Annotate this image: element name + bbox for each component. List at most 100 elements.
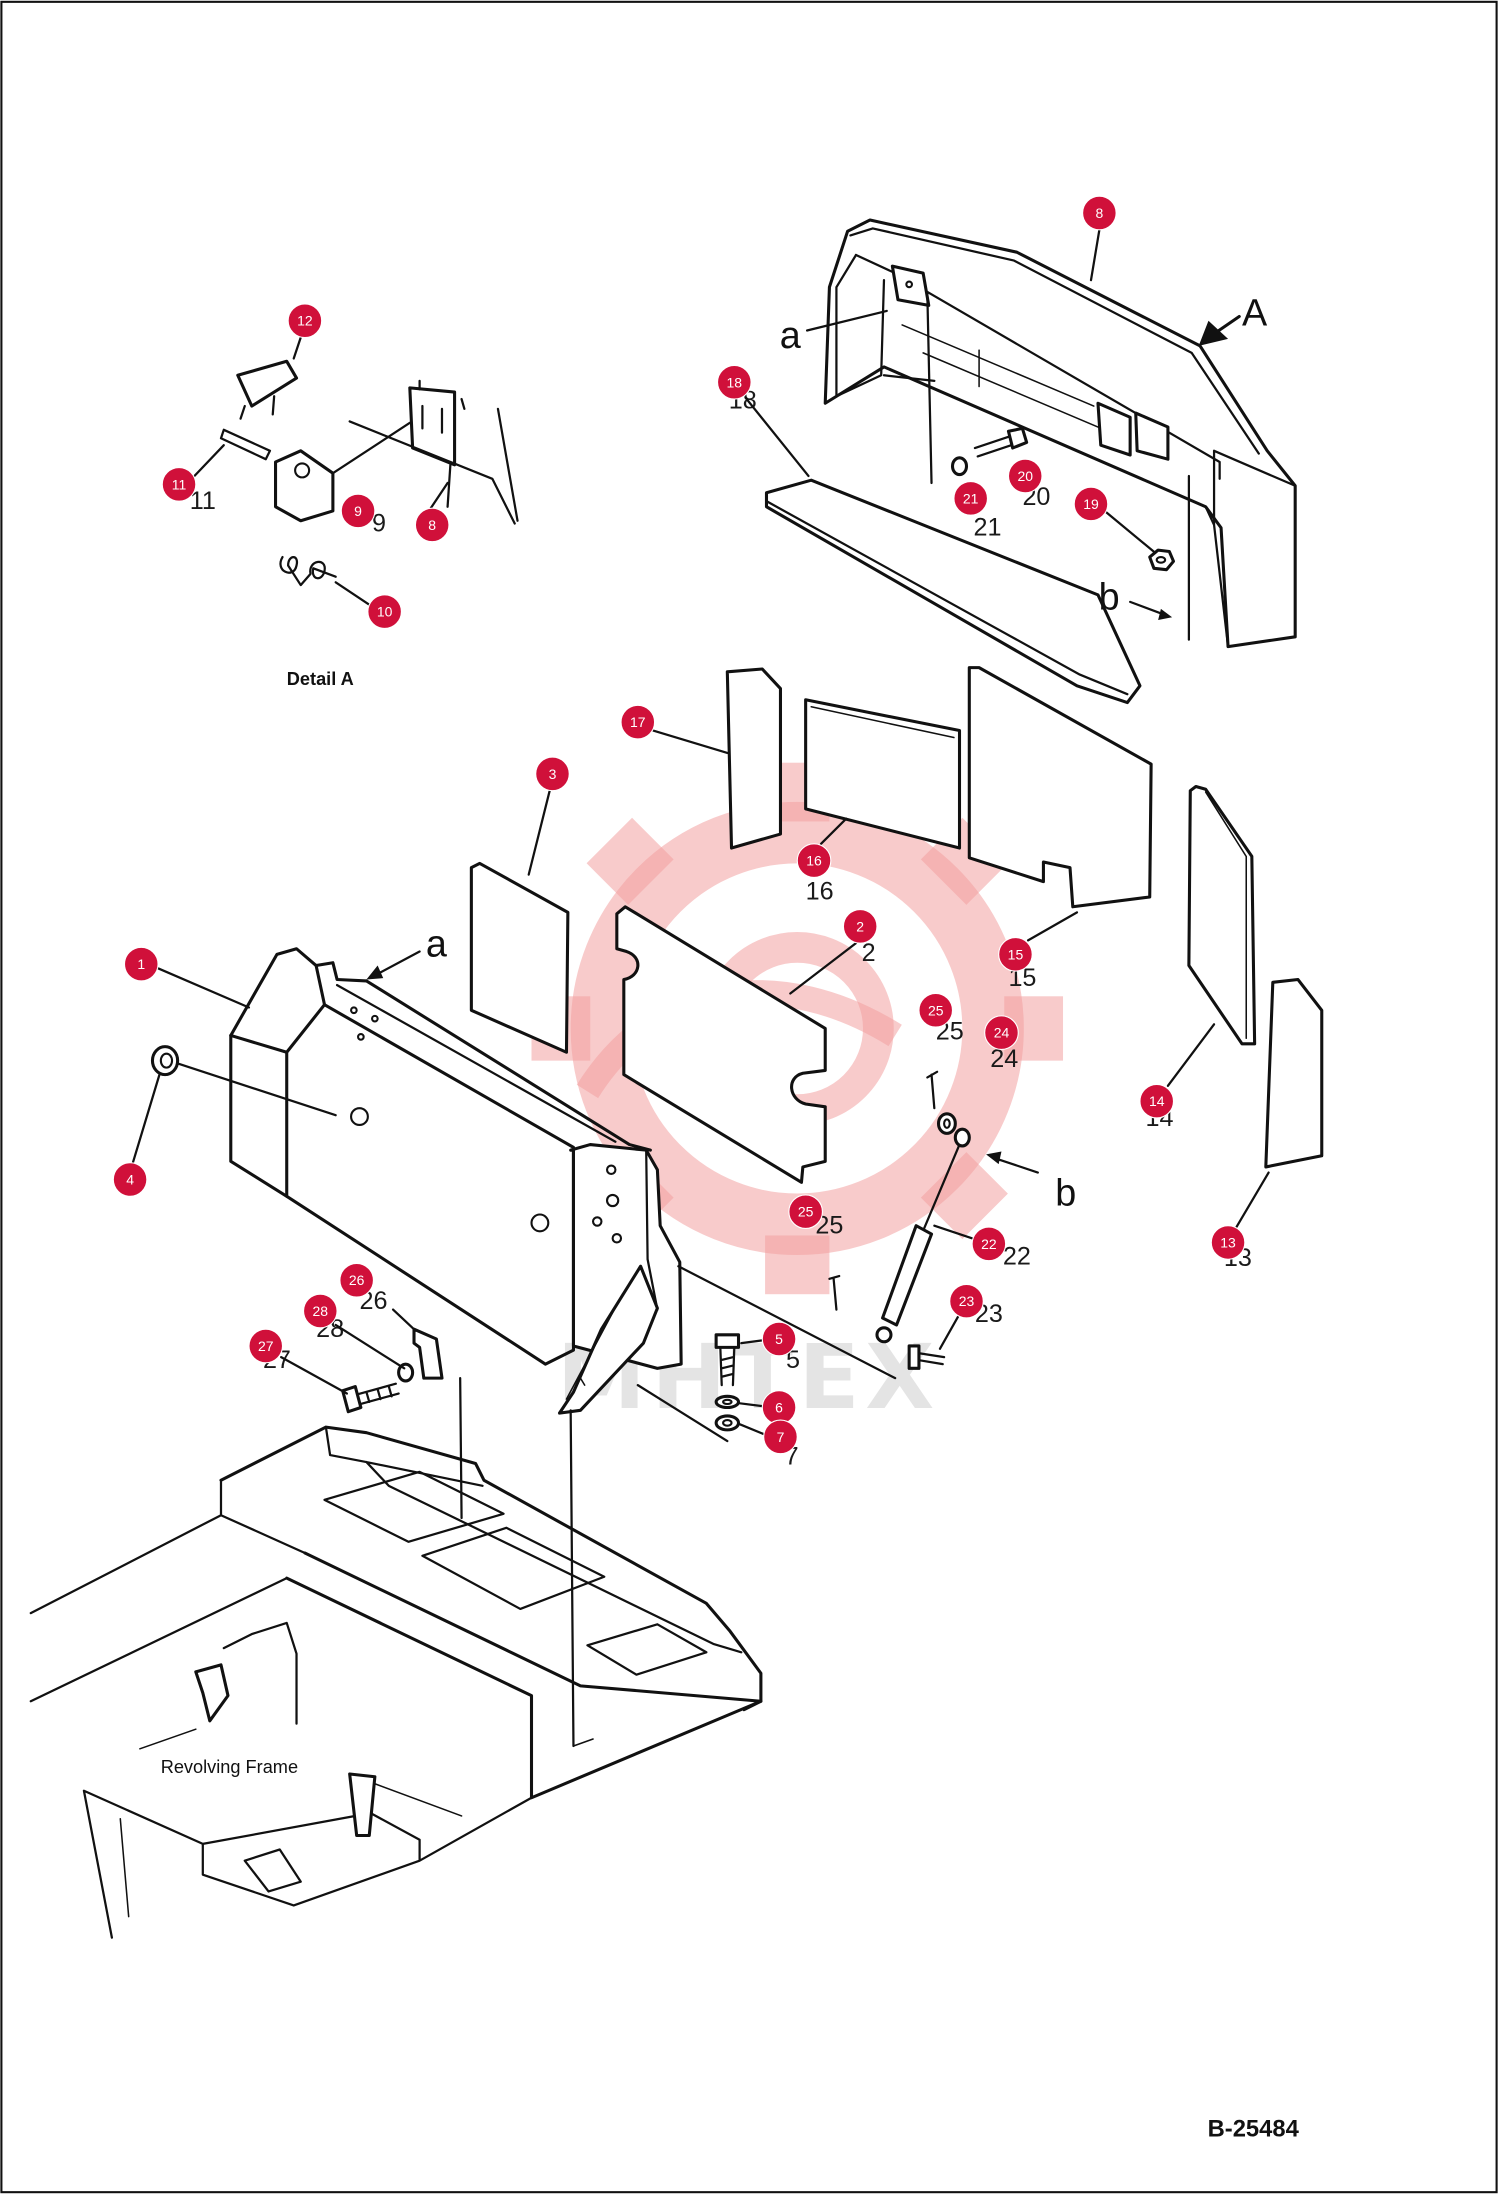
callout-23[interactable]: 23 (949, 1283, 984, 1319)
callout-circle[interactable] (1210, 1225, 1246, 1260)
callout-number[interactable]: 17 (630, 714, 646, 730)
callout-22[interactable]: 22 (971, 1226, 1007, 1262)
callout-circle[interactable] (796, 843, 832, 878)
callout-19[interactable]: 19 (1073, 486, 1109, 522)
callout-circle[interactable] (1082, 195, 1117, 231)
callout-number[interactable]: 16 (806, 853, 822, 869)
callout-24[interactable]: 24 (984, 1015, 1019, 1051)
callout-number[interactable]: 26 (349, 1272, 365, 1288)
callout-circle[interactable] (842, 909, 878, 944)
callout-18[interactable]: 18 (716, 364, 752, 400)
callout-circle[interactable] (248, 1328, 284, 1364)
callout-circle[interactable] (949, 1283, 984, 1319)
callout-25-upper[interactable]: 25 (918, 992, 954, 1028)
callout-number[interactable]: 19 (1083, 496, 1099, 512)
callout-number[interactable]: 1 (137, 956, 145, 972)
part-23-bolt (907, 1344, 946, 1370)
callout-number[interactable]: 3 (549, 766, 557, 782)
callout-2[interactable]: 2 (842, 909, 878, 944)
callout-number[interactable]: 9 (354, 503, 362, 519)
callout-circle[interactable] (953, 481, 989, 516)
callout-number[interactable]: 7 (777, 1429, 785, 1445)
gas-spring-cylinder (881, 1224, 934, 1327)
callout-number[interactable]: 25 (928, 1002, 944, 1018)
callout-17[interactable]: 17 (620, 704, 656, 740)
callout-number[interactable]: 5 (775, 1331, 783, 1347)
callout-circle[interactable] (414, 507, 450, 543)
callout-7[interactable]: 7 (763, 1419, 798, 1455)
callout-circle[interactable] (716, 364, 752, 400)
callout-circle[interactable] (287, 303, 323, 339)
callout-25-lower[interactable]: 25 (788, 1194, 823, 1230)
callout-number[interactable]: 20 (1017, 468, 1033, 484)
callout-number[interactable]: 27 (258, 1338, 274, 1354)
callout-3[interactable]: 3 (535, 756, 570, 792)
callout-8-cover[interactable]: 8 (1082, 195, 1117, 231)
callout-number[interactable]: 15 (1008, 946, 1024, 962)
callout-circle[interactable] (620, 704, 656, 740)
callout-circle[interactable] (302, 1293, 338, 1329)
callout-12[interactable]: 12 (287, 303, 323, 339)
callout-27[interactable]: 27 (248, 1328, 284, 1364)
gear-tooth (765, 1235, 830, 1295)
callout-number[interactable]: 28 (313, 1303, 329, 1319)
callout-circle[interactable] (788, 1194, 823, 1230)
callout-number[interactable]: 23 (959, 1293, 975, 1309)
leader-line (527, 789, 551, 876)
callout-number[interactable]: 24 (994, 1025, 1010, 1041)
callout-circle[interactable] (535, 756, 570, 792)
callout-circle[interactable] (123, 946, 159, 982)
callout-number[interactable]: 8 (1095, 205, 1103, 221)
callout-15[interactable]: 15 (998, 936, 1033, 972)
callout-number[interactable]: 22 (981, 1236, 997, 1252)
callout-number[interactable]: 8 (428, 517, 436, 533)
callout-circle[interactable] (918, 992, 954, 1028)
leader-line (789, 942, 858, 995)
callout-10[interactable]: 10 (367, 594, 402, 629)
callout-number[interactable]: 12 (297, 313, 313, 329)
callout-circle[interactable] (971, 1226, 1007, 1262)
callout-26[interactable]: 26 (339, 1262, 375, 1298)
callout-16[interactable]: 16 (796, 843, 832, 878)
callout-11[interactable]: 11 (161, 467, 197, 502)
callout-14[interactable]: 14 (1139, 1083, 1175, 1119)
plate-hole (591, 1216, 603, 1227)
callout-4[interactable]: 4 (112, 1162, 148, 1197)
callout-circle[interactable] (1139, 1083, 1175, 1119)
callout-number[interactable]: 13 (1220, 1234, 1236, 1250)
callout-5[interactable]: 5 (761, 1321, 797, 1357)
frame-inner-lines (119, 1728, 594, 1918)
callout-13[interactable]: 13 (1210, 1225, 1246, 1260)
callout-28[interactable]: 28 (302, 1293, 338, 1329)
callout-6[interactable]: 6 (761, 1390, 797, 1425)
callout-21[interactable]: 21 (953, 481, 989, 516)
callout-number[interactable]: 25 (798, 1204, 814, 1220)
callout-number[interactable]: 2 (856, 918, 864, 934)
callout-number[interactable]: 18 (727, 374, 743, 390)
callout-20[interactable]: 20 (1007, 458, 1043, 494)
callout-9[interactable]: 9 (340, 493, 376, 529)
callout-number[interactable]: 6 (775, 1400, 783, 1416)
plate-hole (605, 1164, 617, 1175)
callout-circle[interactable] (761, 1321, 797, 1357)
callout-number[interactable]: 14 (1149, 1093, 1165, 1109)
callout-circle[interactable] (998, 936, 1033, 972)
callout-circle[interactable] (984, 1015, 1019, 1051)
callout-8-detail[interactable]: 8 (414, 507, 450, 543)
callout-number[interactable]: 21 (963, 490, 979, 506)
part-12-legs (239, 395, 276, 420)
callout-circle[interactable] (161, 467, 197, 502)
callout-number[interactable]: 4 (126, 1172, 134, 1188)
callout-circle[interactable] (339, 1262, 375, 1298)
callout-circle[interactable] (1073, 486, 1109, 522)
callout-number[interactable]: 11 (172, 476, 187, 492)
callout-number[interactable]: 10 (377, 604, 393, 620)
callout-1[interactable]: 1 (123, 946, 159, 982)
callout-circle[interactable] (340, 493, 376, 529)
callout-circle[interactable] (1007, 458, 1043, 494)
callout-circle[interactable] (763, 1419, 798, 1455)
housing-hole (350, 1107, 369, 1127)
callout-circle[interactable] (112, 1162, 148, 1197)
callout-circle[interactable] (367, 594, 402, 629)
cover-hinge-right-a (1096, 401, 1132, 457)
